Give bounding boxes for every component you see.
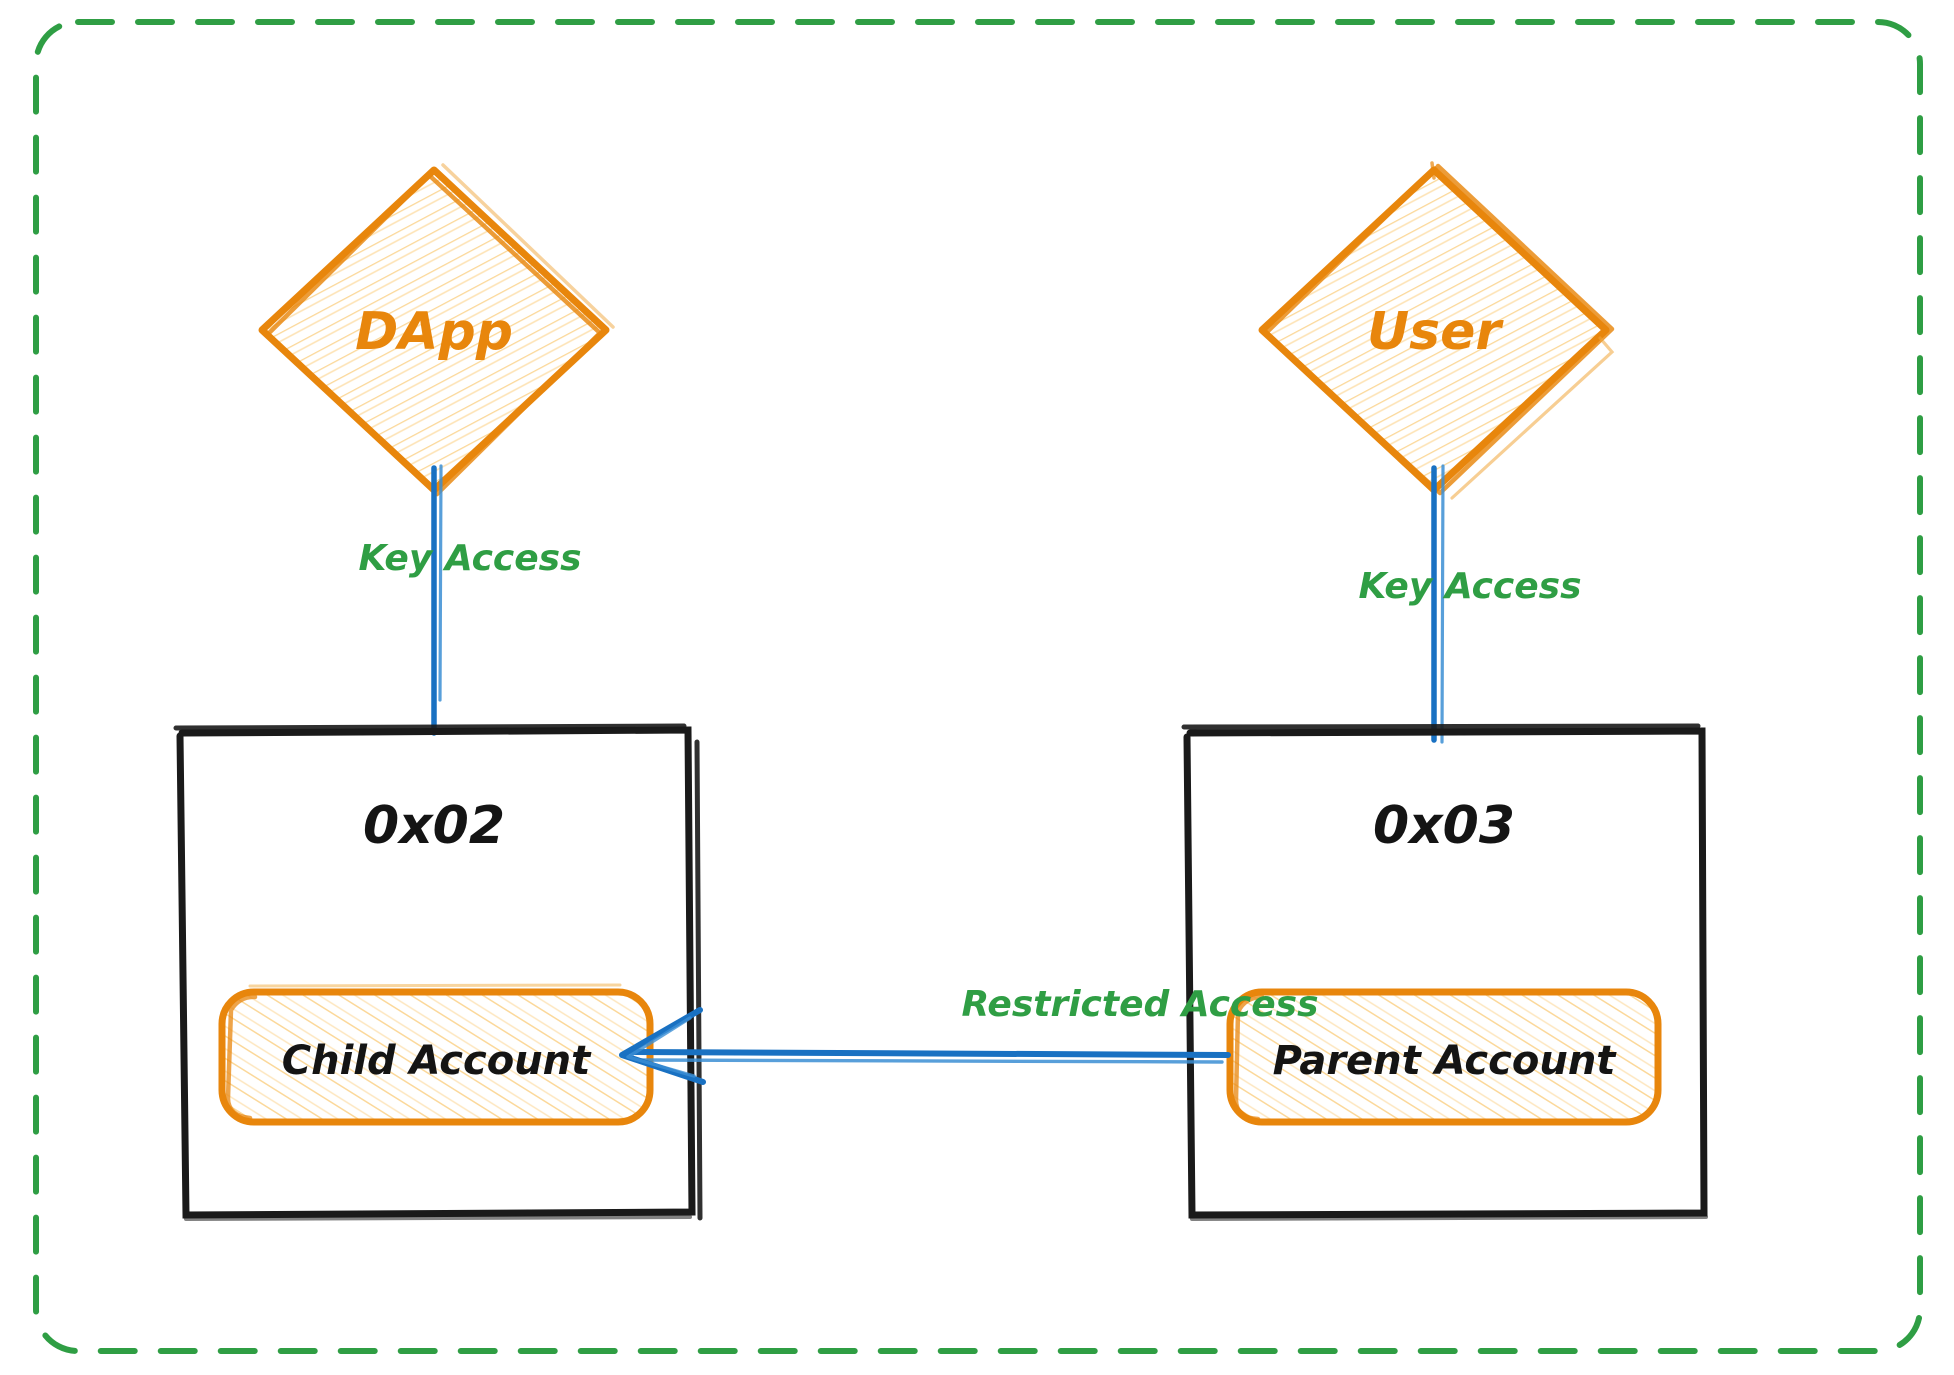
child-account-chip[interactable]: Child Account bbox=[218, 983, 654, 1126]
edge-restricted-access-label: Restricted Access bbox=[961, 984, 1318, 1025]
edge-restricted-access: Restricted Access bbox=[619, 984, 1319, 1085]
child-account-label: Child Account bbox=[282, 1038, 592, 1084]
parent-account-label: Parent Account bbox=[1273, 1038, 1618, 1084]
user-label: User bbox=[1367, 302, 1504, 362]
account-box-0x03-label: 0x03 bbox=[1373, 796, 1515, 856]
user-diamond[interactable]: User bbox=[1258, 161, 1615, 500]
parent-account-chip[interactable]: Parent Account bbox=[1226, 988, 1662, 1126]
account-box-0x03[interactable]: 0x03 Parent Account bbox=[1181, 723, 1708, 1221]
dapp-label: DApp bbox=[355, 302, 513, 362]
edge-dapp-key-access: Key Access bbox=[358, 464, 582, 736]
outer-dashed-frame bbox=[33, 19, 1923, 1354]
edge-user-key-access-label: Key Access bbox=[1358, 566, 1581, 607]
edge-dapp-key-access-label: Key Access bbox=[358, 538, 581, 579]
account-box-0x02[interactable]: 0x02 Child Account bbox=[173, 723, 703, 1221]
dapp-diamond[interactable]: DApp bbox=[258, 163, 615, 497]
edge-user-key-access: Key Access bbox=[1358, 464, 1582, 744]
account-box-0x02-label: 0x02 bbox=[363, 796, 505, 856]
